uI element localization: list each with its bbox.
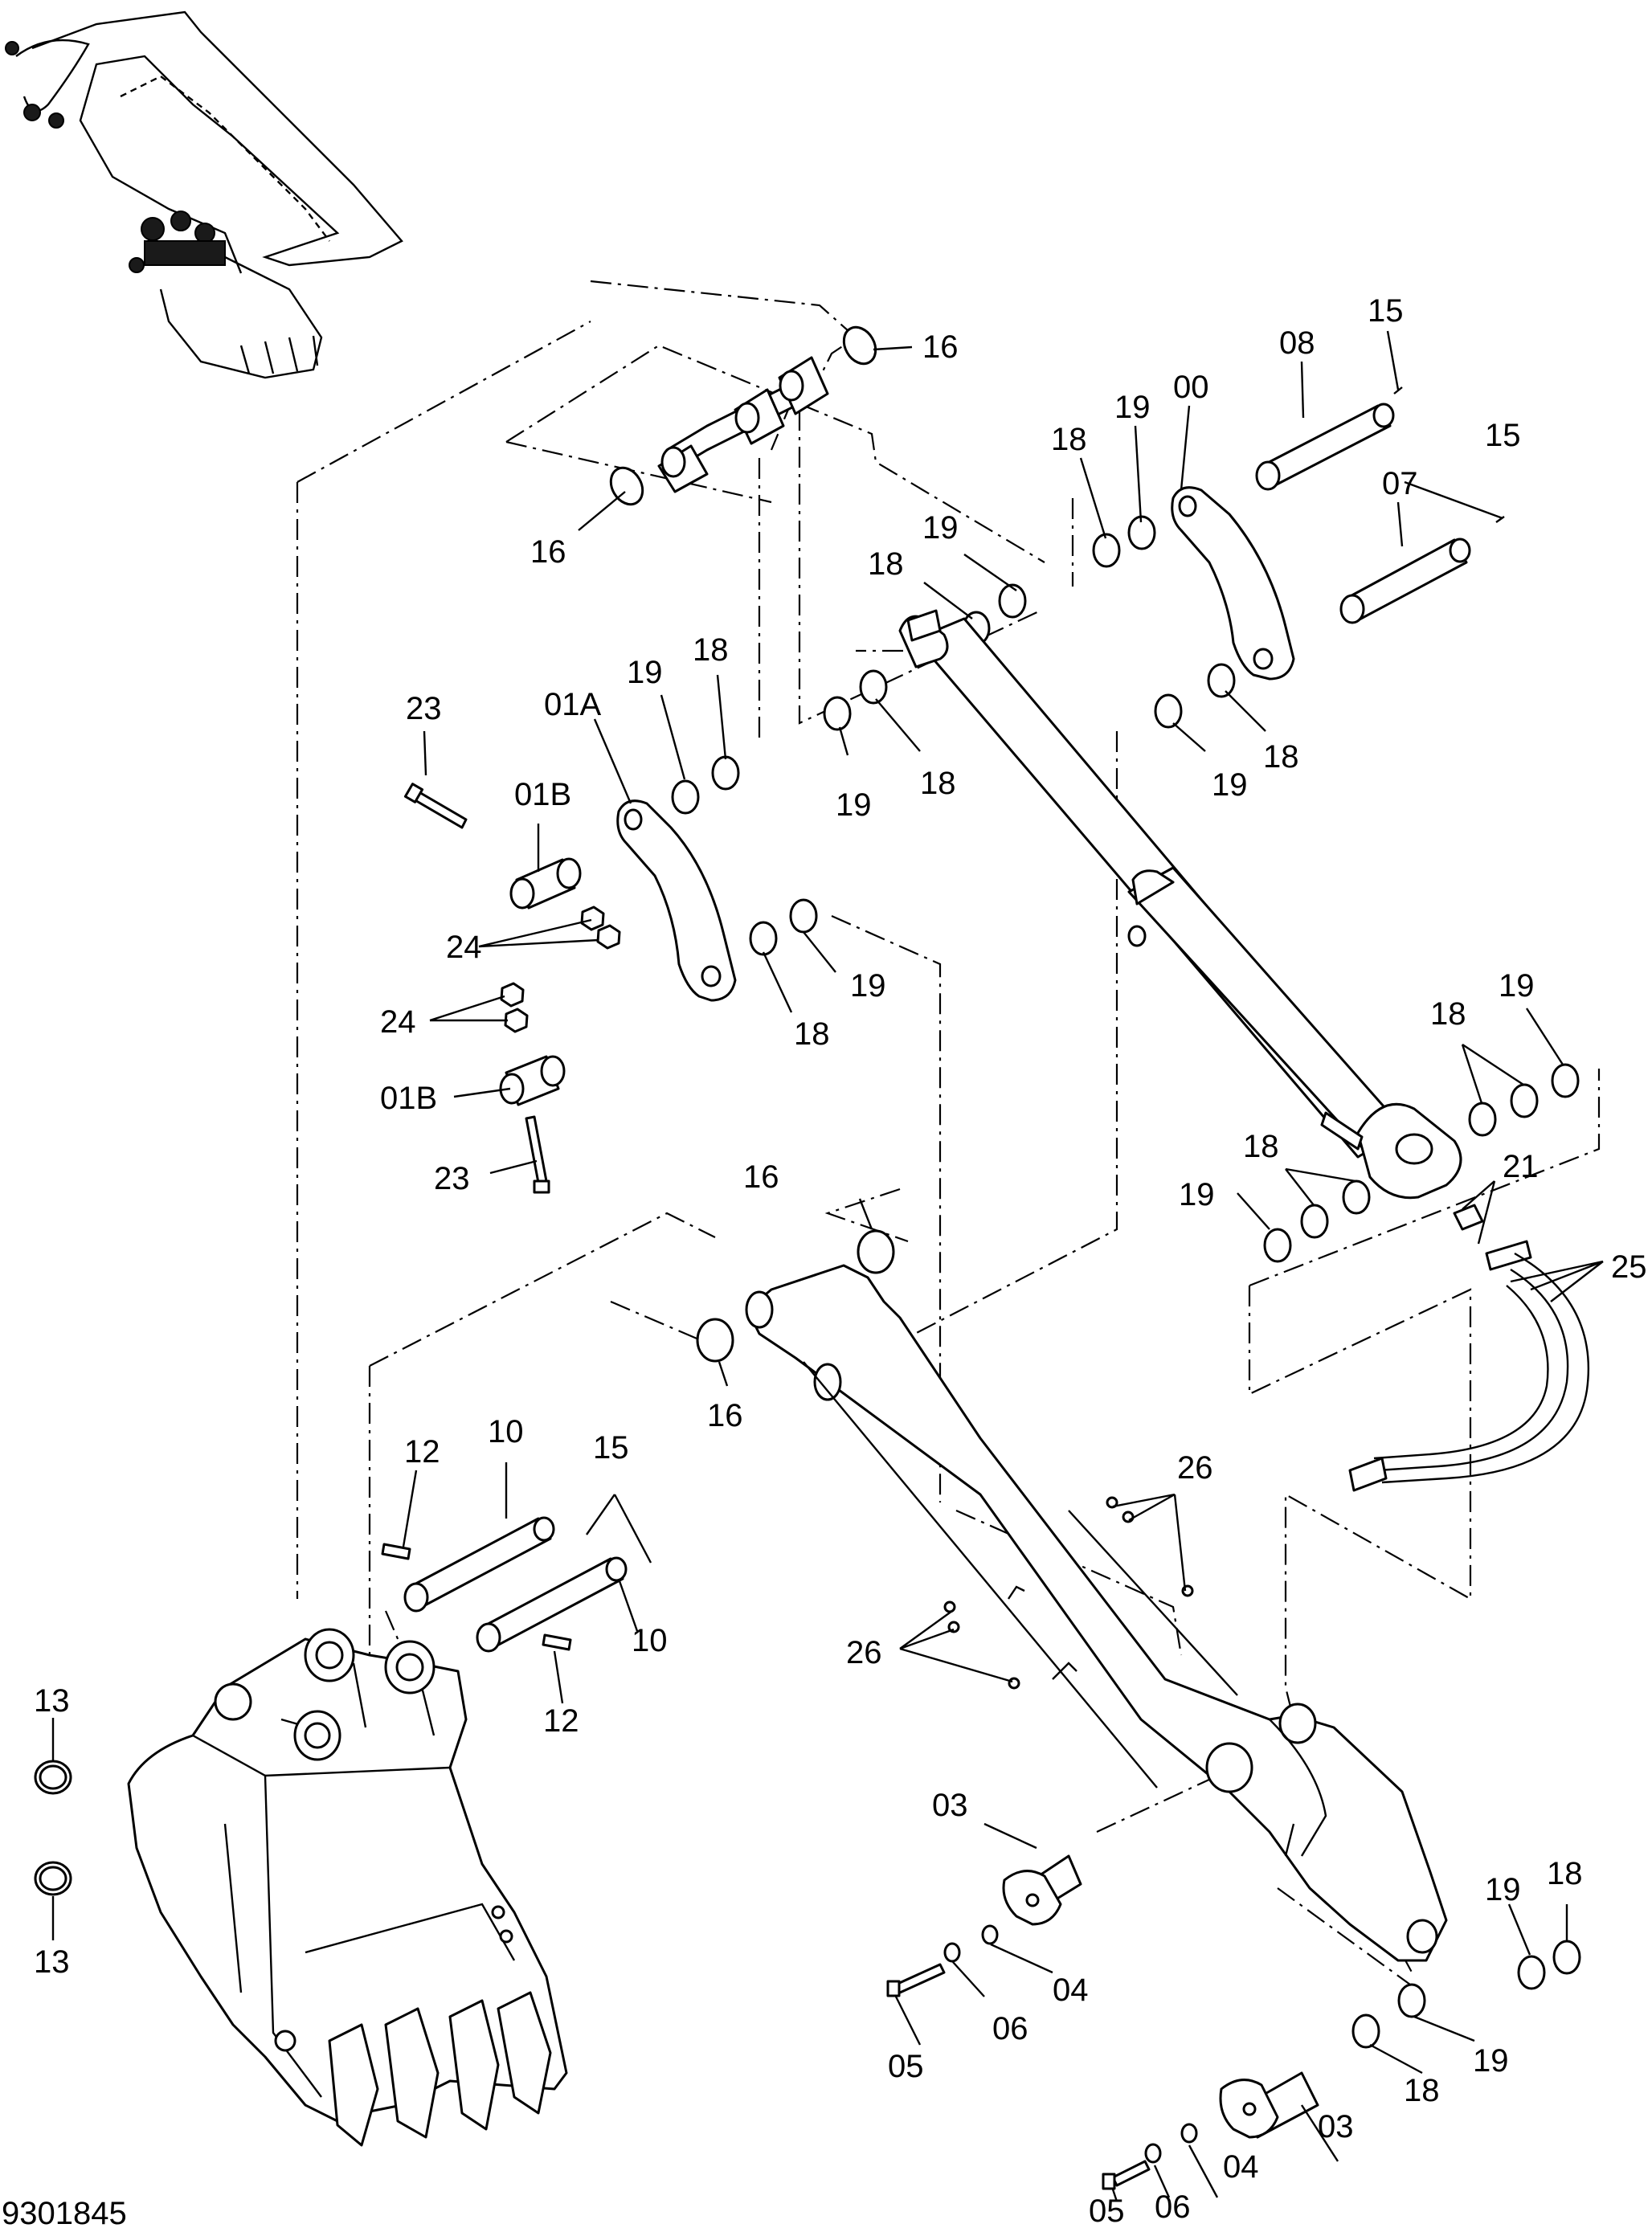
callout-13: 13	[34, 1683, 70, 1719]
pin-03-top	[1002, 1854, 1082, 1926]
callout-23: 23	[434, 1161, 470, 1196]
callout-18: 18	[1243, 1129, 1279, 1164]
callout-16: 16	[707, 1398, 743, 1433]
callout-01B: 01B	[514, 777, 571, 812]
callout-13: 13	[34, 1944, 70, 1980]
link-01a	[616, 799, 737, 1002]
callout-18: 18	[1404, 2073, 1440, 2108]
callout-05: 05	[888, 2049, 924, 2084]
alignment-guides	[296, 280, 1601, 1985]
callout-01A: 01A	[544, 687, 601, 722]
callout-26: 26	[846, 1635, 882, 1670]
callout-10: 10	[632, 1623, 668, 1658]
callout-19: 19	[1212, 767, 1248, 803]
callout-06: 06	[1155, 2189, 1191, 2225]
callout-19: 19	[850, 968, 886, 1004]
callout-15: 15	[1485, 418, 1521, 453]
bucket	[127, 1628, 568, 2147]
callout-19: 19	[1473, 2043, 1509, 2079]
callout-21: 21	[1503, 1149, 1539, 1184]
leader-lines	[51, 330, 1604, 2202]
callout-18: 18	[693, 632, 729, 668]
pin-07	[1339, 538, 1471, 624]
callout-06: 06	[992, 2011, 1028, 2046]
shim-washers	[671, 515, 1581, 2049]
callout-19: 19	[836, 787, 872, 823]
nut-24	[500, 906, 621, 1033]
bolts-12	[381, 1543, 572, 1651]
callout-19: 19	[1179, 1177, 1215, 1212]
callout-00: 00	[1173, 370, 1209, 405]
callout-04: 04	[1053, 1972, 1089, 2008]
bucket-cylinder	[898, 609, 1462, 1200]
callout-15: 15	[1368, 293, 1404, 329]
bolts-05	[886, 1963, 1151, 2190]
seals-16-mid	[696, 1229, 895, 1363]
callout-10: 10	[488, 1414, 524, 1449]
callout-19: 19	[1499, 968, 1535, 1004]
bushing-01b-top	[509, 857, 582, 910]
drawing-number: 9301845	[2, 2196, 127, 2228]
callout-24: 24	[446, 930, 482, 965]
callouts: 16 16 08 15 00 19 18 15 07 19 18 19 18 1…	[34, 293, 1647, 2228]
bushing-01b-bottom	[499, 1055, 566, 1106]
callout-12: 12	[404, 1434, 440, 1470]
callout-19: 19	[1114, 390, 1151, 425]
callout-16: 16	[922, 329, 959, 365]
seals-13	[34, 1760, 72, 1896]
bolt-23-top	[403, 783, 468, 829]
callout-25: 25	[1611, 1249, 1647, 1285]
callout-26: 26	[1177, 1450, 1213, 1486]
callout-16: 16	[743, 1159, 779, 1195]
callout-18: 18	[1263, 739, 1299, 775]
callout-18: 18	[1547, 1856, 1583, 1891]
callout-23: 23	[406, 691, 442, 726]
callout-08: 08	[1279, 325, 1315, 361]
callout-18: 18	[920, 766, 956, 801]
callout-18: 18	[1430, 996, 1466, 1032]
bucket-pins-10	[403, 1516, 628, 1653]
arm	[745, 1264, 1448, 1962]
callout-04: 04	[1223, 2149, 1259, 2185]
callout-24: 24	[380, 1004, 416, 1040]
upper-pin-assembly	[609, 325, 877, 506]
callout-12: 12	[543, 1703, 579, 1739]
callout-03: 03	[1318, 2109, 1354, 2144]
bolt-23-bottom	[525, 1115, 550, 1194]
washers-04-06	[943, 1924, 1198, 2164]
inset-machine-thumbnail	[5, 10, 403, 379]
callout-19: 19	[627, 655, 663, 690]
callout-19: 19	[1485, 1872, 1521, 1907]
callout-07: 07	[1382, 466, 1418, 501]
pin-08	[1255, 403, 1395, 491]
callout-01B: 01B	[380, 1081, 437, 1116]
callout-15: 15	[593, 1430, 629, 1466]
callout-16: 16	[530, 534, 566, 570]
callout-19: 19	[922, 510, 959, 546]
cotter-15	[1393, 386, 1505, 523]
callout-05: 05	[1089, 2193, 1125, 2228]
hoses-25	[1348, 1204, 1590, 1492]
link-00	[1171, 486, 1295, 681]
callout-03: 03	[932, 1788, 968, 1823]
callout-18: 18	[1051, 422, 1087, 457]
pin-03-bottom	[1219, 2071, 1319, 2139]
callout-18: 18	[794, 1016, 830, 1052]
callout-18: 18	[868, 546, 904, 582]
